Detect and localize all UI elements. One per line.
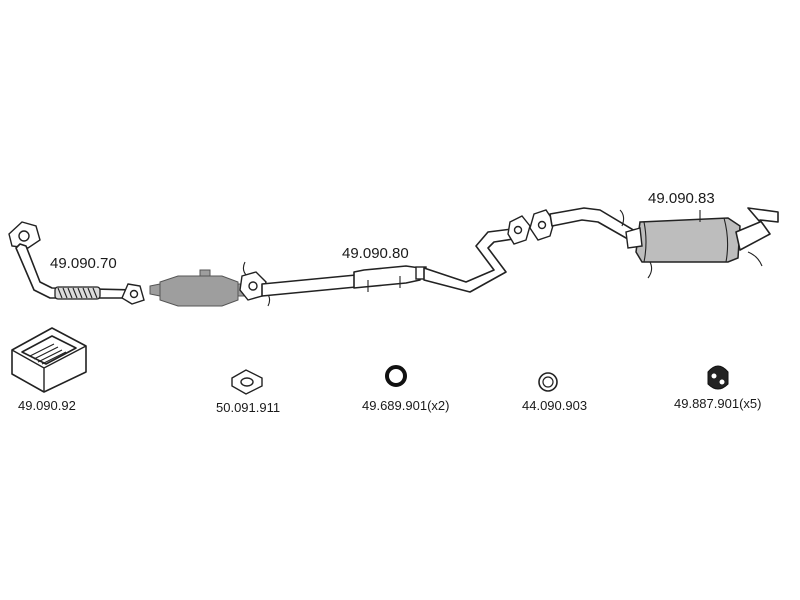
- gasket-label: 50.091.911: [216, 400, 280, 415]
- catalytic-converter: [149, 269, 247, 307]
- rear-silencer-label: 49.090.83: [648, 190, 715, 207]
- middle-pipe: [239, 215, 531, 307]
- rubber-mount: [707, 365, 729, 390]
- sealing-ring-label: 49.689.901(x2): [362, 398, 449, 413]
- mounting-kit: [11, 327, 87, 393]
- middle-pipe-label: 49.090.80: [342, 245, 409, 262]
- gasket: [231, 369, 263, 395]
- rear-silencer: [529, 207, 779, 279]
- ring: [538, 372, 558, 392]
- front-pipe: [8, 221, 145, 305]
- ring-label: 44.090.903: [522, 398, 587, 413]
- sealing-ring: [385, 365, 407, 387]
- rubber-mount-label: 49.887.901(x5): [674, 396, 761, 411]
- mounting-kit-label: 49.090.92: [18, 398, 76, 413]
- front-pipe-label: 49.090.70: [50, 255, 117, 272]
